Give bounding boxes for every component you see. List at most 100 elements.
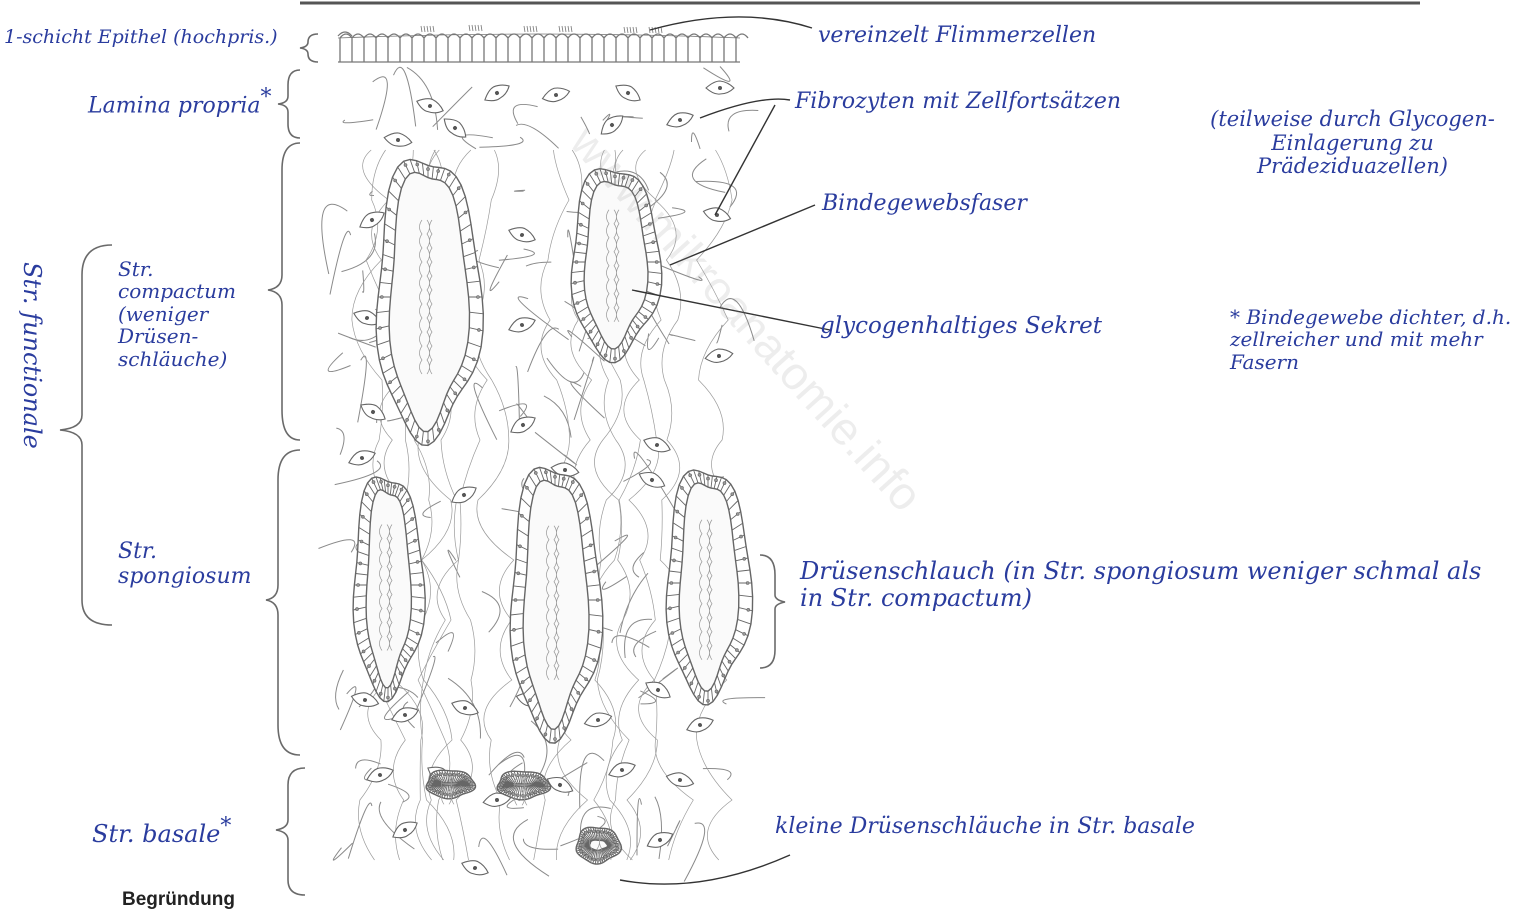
- pointer-basale: [620, 855, 790, 884]
- connective-fiber: [513, 104, 537, 123]
- fibrocyte: [460, 857, 491, 879]
- epithelium: [338, 25, 748, 62]
- label-kleine-druesen: kleine Drüsenschläuche in Str. basale: [775, 815, 1195, 838]
- connective-fiber: [528, 328, 559, 372]
- connective-fiber: [602, 576, 626, 589]
- gland-tube-basale-1: [426, 770, 475, 804]
- label-str-basale: Str. basale*: [92, 815, 231, 847]
- label-fibrozyten: Fibrozyten mit Zellfortsätzen: [795, 90, 1121, 113]
- connective-fiber: [703, 769, 731, 780]
- connective-fiber: [343, 120, 373, 123]
- label-str-functionale: Str. functionale: [18, 262, 46, 449]
- connective-fiber: [535, 432, 577, 465]
- connective-fiber: [703, 67, 730, 82]
- label-bindegewebsfaser: Bindegewebsfaser: [822, 192, 1027, 215]
- connective-fiber: [336, 428, 344, 455]
- connective-fiber: [482, 592, 500, 633]
- connective-fiber: [513, 819, 549, 876]
- cilia-tuft: [421, 26, 434, 32]
- fibrocyte: [706, 81, 734, 94]
- connective-fiber: [692, 159, 725, 193]
- fibrocyte: [507, 224, 538, 246]
- connective-fiber: [499, 249, 535, 260]
- connective-fiber: [728, 110, 758, 131]
- connective-fiber: [669, 334, 695, 340]
- fibrocyte: [481, 80, 512, 105]
- brace-spongiosum: [266, 450, 300, 755]
- connective-fiber: [479, 137, 523, 147]
- fibrocyte: [606, 759, 637, 781]
- cilia-tuft: [524, 26, 537, 32]
- connective-fiber: [394, 67, 416, 126]
- label-str-spongiosum: Str. spongiosum: [118, 540, 248, 589]
- connective-fiber: [356, 760, 381, 769]
- label-epithel: 1-schicht Epithel (hochpris.): [4, 28, 278, 48]
- fibrocyte: [613, 80, 644, 105]
- fibrocyte: [702, 205, 732, 225]
- connective-fiber: [547, 358, 584, 382]
- connective-fiber: [328, 353, 350, 372]
- label-str-compactum: Str. compactum (weniger Drüsen-schläuche…: [118, 258, 268, 370]
- basale-star: *: [220, 814, 231, 839]
- lamina-text: Lamina propria: [88, 93, 261, 118]
- connective-fiber: [474, 150, 513, 860]
- gland-tube-compactum-left: [376, 160, 483, 446]
- connective-fiber: [516, 366, 520, 421]
- connective-fiber: [580, 753, 604, 808]
- connective-fiber: [691, 133, 700, 149]
- connective-fiber: [544, 396, 571, 438]
- fibrocyte: [665, 770, 695, 790]
- fibrocyte: [583, 710, 613, 730]
- connective-fiber: [516, 124, 559, 148]
- connective-fiber: [684, 823, 704, 882]
- fibrocyte: [440, 114, 470, 142]
- gland-tube-spongiosum-right: [666, 470, 753, 705]
- label-praedeziduazellen: (teilweise durch Glycogen-Einlagerung zu…: [1175, 108, 1530, 179]
- connective-fiber: [526, 262, 551, 266]
- label-druesenschlauch: Drüsenschlauch (in Str. spongiosum wenig…: [800, 558, 1500, 612]
- pointer-flimmer: [650, 17, 812, 30]
- connective-fiber: [388, 784, 409, 802]
- connective-fiber: [330, 231, 351, 294]
- label-footnote: * Bindegewebe dichter, d.h. zellreicher …: [1230, 306, 1525, 373]
- fibrocyte: [350, 690, 380, 710]
- fibrocyte: [450, 697, 481, 719]
- cilia-tuft: [559, 26, 572, 32]
- fibrocyte: [541, 85, 571, 105]
- label-begruendung: Begründung: [122, 889, 235, 911]
- connective-fiber: [620, 116, 643, 118]
- connective-fiber: [333, 843, 352, 860]
- label-sekret: glycogenhaltiges Sekret: [820, 314, 1102, 338]
- fibrocyte-nucleus: [718, 86, 722, 90]
- label-flimmerzellen: vereinzelt Flimmerzellen: [818, 24, 1096, 47]
- brace-basale: [276, 768, 305, 895]
- basale-text: Str. basale: [92, 820, 220, 848]
- fibrocyte: [507, 412, 538, 437]
- cilia-tuft: [624, 27, 637, 33]
- connective-fiber: [634, 631, 656, 657]
- connective-fiber: [340, 687, 356, 730]
- connective-fiber: [655, 797, 662, 859]
- cilia-tuft: [469, 25, 482, 31]
- epithelial-cells: [340, 34, 748, 62]
- connective-fiber: [523, 839, 558, 850]
- fibrocyte: [364, 764, 395, 786]
- fibrocyte: [415, 95, 446, 117]
- brace-druesenschlauch: [760, 555, 785, 668]
- connective-fiber: [517, 404, 528, 418]
- pointer-lines: [620, 17, 830, 884]
- pointer-fibrozyten-1: [700, 99, 790, 118]
- fibrocyte: [664, 109, 695, 131]
- brace-compactum: [268, 143, 300, 440]
- connective-fiber: [514, 190, 525, 191]
- pointer-fibrozyten-2: [715, 105, 775, 215]
- brace-functionale: [60, 245, 112, 625]
- fibrocyte: [383, 131, 413, 149]
- connective-fiber: [474, 383, 497, 439]
- connective-fiber: [416, 656, 435, 711]
- fibrocyte: [389, 704, 420, 726]
- brace-epithel: [300, 34, 318, 62]
- connective-fiber: [336, 670, 344, 710]
- fibrocyte: [643, 677, 674, 702]
